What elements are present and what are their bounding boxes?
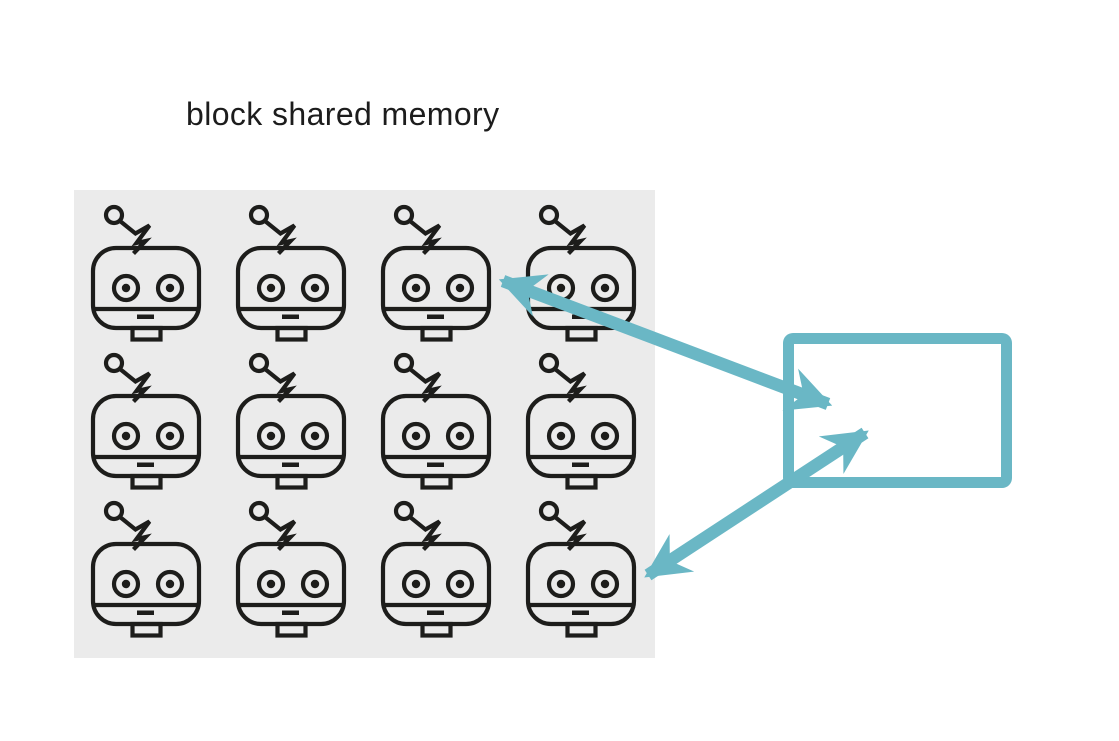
robot-icon — [376, 496, 521, 644]
robot-icon — [521, 348, 666, 496]
robot-icon — [231, 348, 376, 496]
robot-grid — [86, 200, 655, 644]
robot-icon — [86, 496, 231, 644]
robot-icon — [376, 200, 521, 348]
robot-icon — [231, 496, 376, 644]
thread-block-panel — [74, 190, 655, 658]
robot-icon — [521, 200, 666, 348]
robot-icon — [521, 496, 666, 644]
robot-icon — [376, 348, 521, 496]
robot-icon — [86, 348, 231, 496]
diagram-title: block shared memory — [186, 96, 500, 132]
shared-memory-box — [783, 333, 1012, 488]
robot-icon — [231, 200, 376, 348]
robot-icon — [86, 200, 231, 348]
